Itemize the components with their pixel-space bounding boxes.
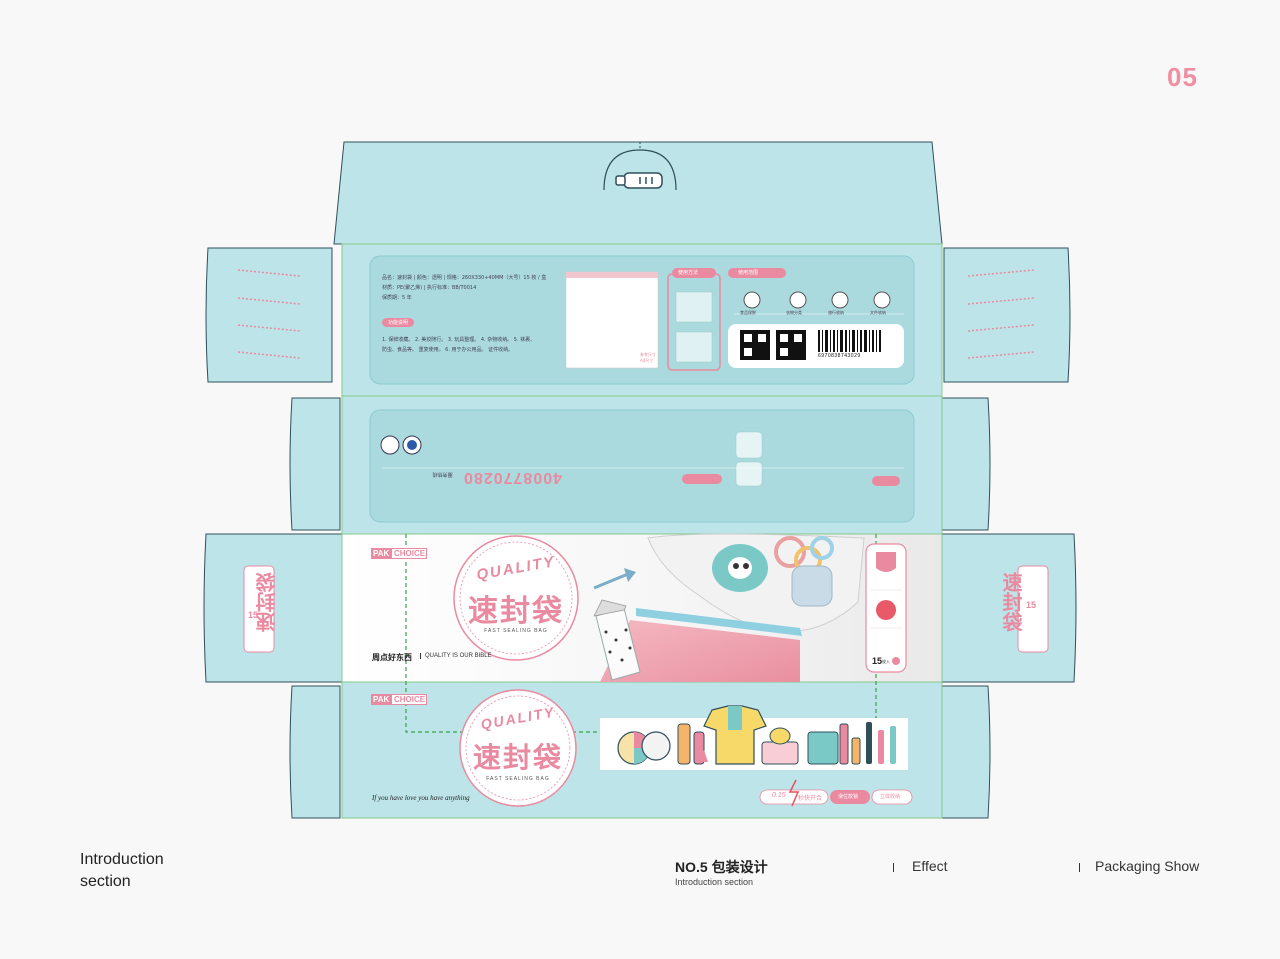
right-upper-flap: [943, 247, 1071, 383]
left-side-label-box: [243, 565, 275, 653]
bottle-icon: [615, 172, 663, 189]
footer-no-sub: Introduction section: [675, 877, 754, 887]
footer-no-title: NO.5 包装设计: [675, 859, 768, 875]
barcode: [818, 330, 881, 352]
right-lower-flap: [941, 685, 991, 819]
feature-pill-2: [830, 790, 870, 804]
quality-seal-front: [453, 535, 579, 661]
top-panel-inner: [369, 409, 915, 523]
certification-icons: [380, 435, 422, 455]
feature-pill-3: [871, 789, 913, 805]
pak-choice-logo-bottom: [371, 694, 427, 705]
thumb-notch: [603, 149, 677, 191]
pak-choice-logo-front: [371, 548, 427, 559]
left-mid-flap: [289, 397, 341, 531]
footer-label-show: Packaging Show: [1095, 858, 1200, 874]
size-guide-box: [565, 271, 659, 369]
scope-icons: [743, 291, 891, 309]
footer-intro-line2: section: [80, 873, 131, 890]
footer-label-effect: Effect: [912, 858, 948, 874]
feature-pill-1: [759, 789, 829, 805]
left-lower-flap: [289, 685, 341, 819]
page-number: 05: [1167, 62, 1198, 92]
right-flap-stripes: [967, 269, 1035, 359]
left-upper-flap: [205, 247, 333, 383]
footer-intro-line1: Introduction: [80, 851, 164, 868]
footer-intro: Introduction section: [80, 849, 164, 893]
right-side-panel: [941, 533, 1077, 683]
storage-items-illustration: [600, 705, 908, 770]
right-mid-flap: [941, 397, 991, 531]
footer-separator-2: [1079, 863, 1080, 872]
quality-seal-bottom: [459, 689, 577, 807]
umbrella-illustration: [593, 599, 641, 681]
footer-separator-1: [893, 863, 894, 872]
pink-shirt-illustration: [600, 620, 800, 682]
right-side-label-box: [1017, 565, 1049, 653]
top-lid-flap: [333, 141, 943, 245]
